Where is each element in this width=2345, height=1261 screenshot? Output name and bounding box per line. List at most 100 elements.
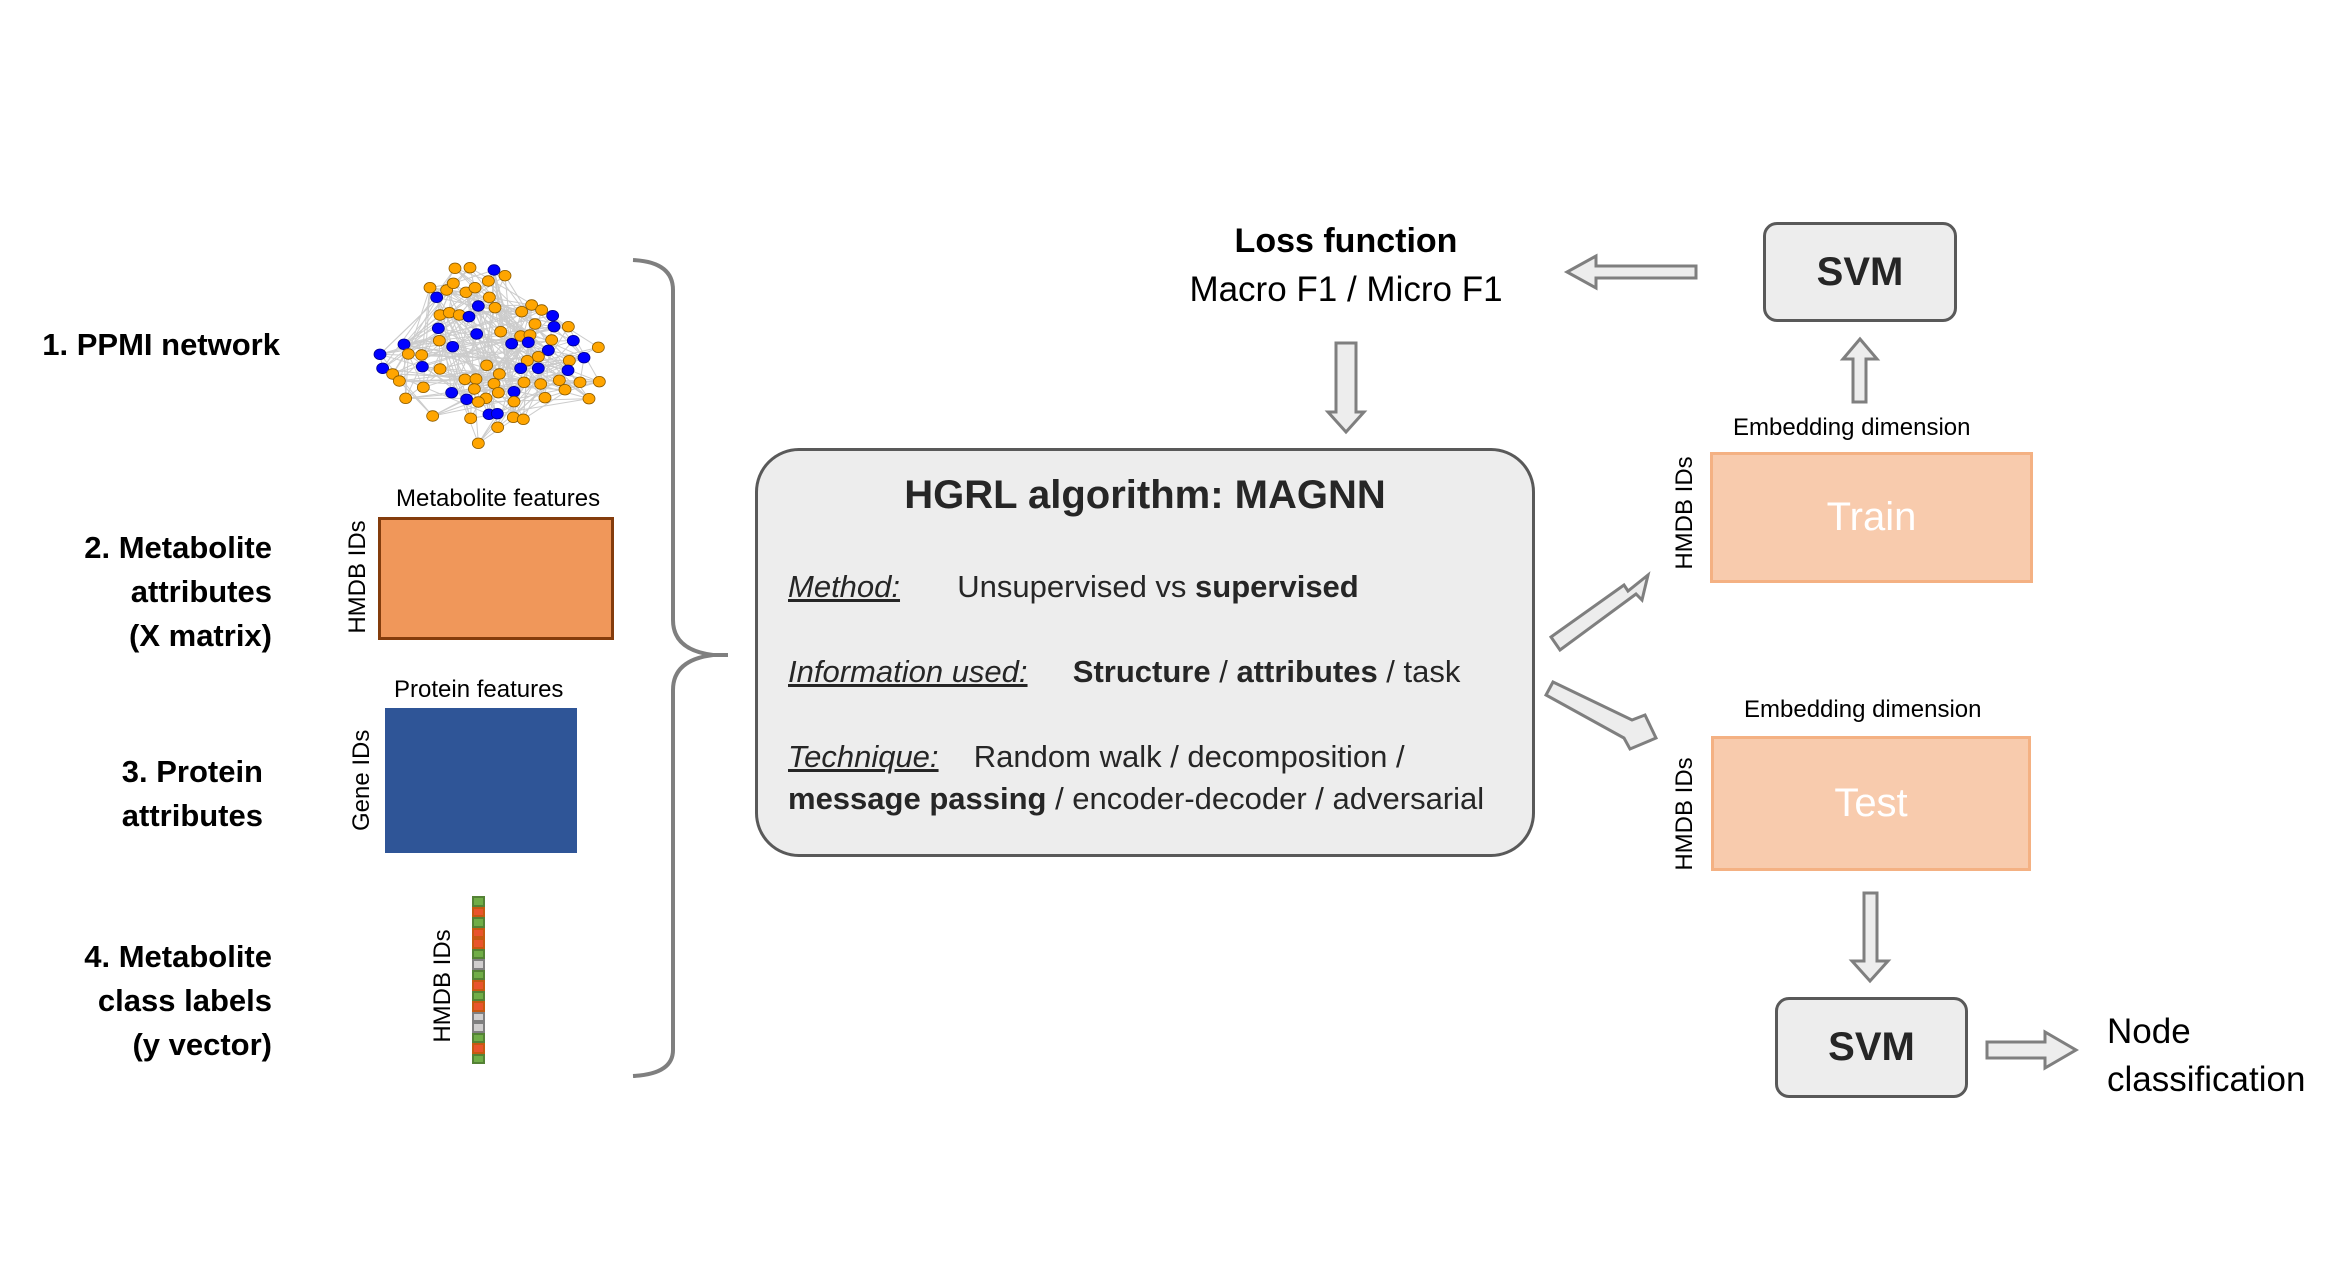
network-edge [454,267,539,358]
network-node-metabolite [468,281,482,294]
network-edge [379,267,471,355]
network-edge [438,340,479,444]
network-edge [538,360,570,369]
network-edge [477,340,574,444]
network-edge [522,383,542,420]
network-edge [405,381,525,399]
network-node-metabolite [531,350,545,363]
label-line: (X matrix) [129,618,272,653]
network-edge [382,280,489,369]
network-edge [465,292,488,366]
hgrl-title: HGRL algorithm: MAGNN [904,473,1386,517]
network-edge [379,354,434,417]
network-edge [403,305,479,345]
network-edge [493,269,515,402]
network-edge [403,287,476,345]
y-vector-cell-green [472,1053,485,1064]
network-edge [429,287,467,293]
info-attributes: attributes [1236,654,1378,689]
method-key: Method: [788,569,901,604]
network-edge [451,381,581,394]
network-node-metabolite [432,334,446,347]
network-edge [478,398,590,403]
network-node-protein [373,348,387,361]
network-edge [439,339,552,370]
network-node-protein [415,360,429,373]
network-edge [579,357,585,383]
arrow-right-svm-to-output-icon [1985,1029,2079,1071]
network-node-metabolite [545,334,559,346]
network-node-metabolite [494,325,508,338]
network-edge [498,304,533,375]
network-edge [459,314,512,345]
network-node-protein [547,320,561,333]
network-edge [403,340,574,345]
network-edge [531,304,585,359]
network-node-metabolite [534,378,548,390]
network-node-metabolite [592,375,606,388]
network-edge [408,353,467,400]
y-vector-cell-green [472,948,485,959]
network-edge [453,282,549,351]
label-line: class labels [97,983,272,1018]
protein-features-label: Protein features [394,676,564,703]
network-edge [494,307,515,402]
network-node-metabolite [440,284,454,296]
network-edge [475,341,529,380]
network-edge [407,353,424,388]
network-edge [528,341,569,371]
network-edge [541,309,569,328]
label-line: attributes [121,798,263,833]
network-edge [512,360,570,418]
label-metabolite-attributes: 2. Metabolite attributes (X matrix) [20,526,272,658]
hgrl-method-line: Method: Unsupervised vs supervised [788,569,1359,605]
network-edge [511,326,555,345]
network-edge [429,282,454,289]
network-node-metabolite [467,383,481,395]
info-structure: Structure [1072,654,1211,689]
arrow-hgrl-to-test-icon [1543,680,1659,751]
network-edge [493,269,513,344]
network-node-metabolite [481,275,495,287]
network-node-protein [446,340,460,353]
network-edge [464,378,524,420]
technique-bold: message passing [788,781,1047,816]
network-edge [437,327,524,420]
network-edge [527,360,569,371]
network-edge [497,379,560,415]
network-edge [497,350,549,428]
loss-function-metrics: Macro F1 / Micro F1 [1189,270,1503,309]
network-edge [379,282,454,355]
network-node-metabolite [482,291,496,304]
network-edge [403,314,441,345]
network-edge [422,366,479,403]
y-vector-cell-green [472,896,485,907]
network-edge [469,267,499,393]
network-node-metabolite [562,354,576,367]
information-key: Information used: [788,654,1028,689]
y-vector-cell-red [472,938,485,949]
network-edge [403,343,539,369]
network-edge [494,307,529,343]
network-edge [432,398,467,417]
network-edge [465,291,528,362]
network-node-metabolite [442,306,456,319]
network-edge [436,287,476,298]
network-node-metabolite [471,396,485,408]
network-edge [473,307,496,390]
network-edge [446,289,488,366]
network-edge [452,346,468,400]
network-edge [454,267,489,282]
network-edge [493,269,502,332]
y-vector-cell-red [472,980,485,991]
network-node-metabolite [415,349,429,361]
network-edge [466,365,488,400]
network-edge [475,378,525,383]
network-edge [392,333,477,375]
label-line: 3. Protein [121,754,263,789]
network-node-protein [521,336,535,349]
network-edge [403,343,541,385]
network-edge [451,316,470,393]
network-edge [398,316,470,382]
network-edge [475,357,585,380]
